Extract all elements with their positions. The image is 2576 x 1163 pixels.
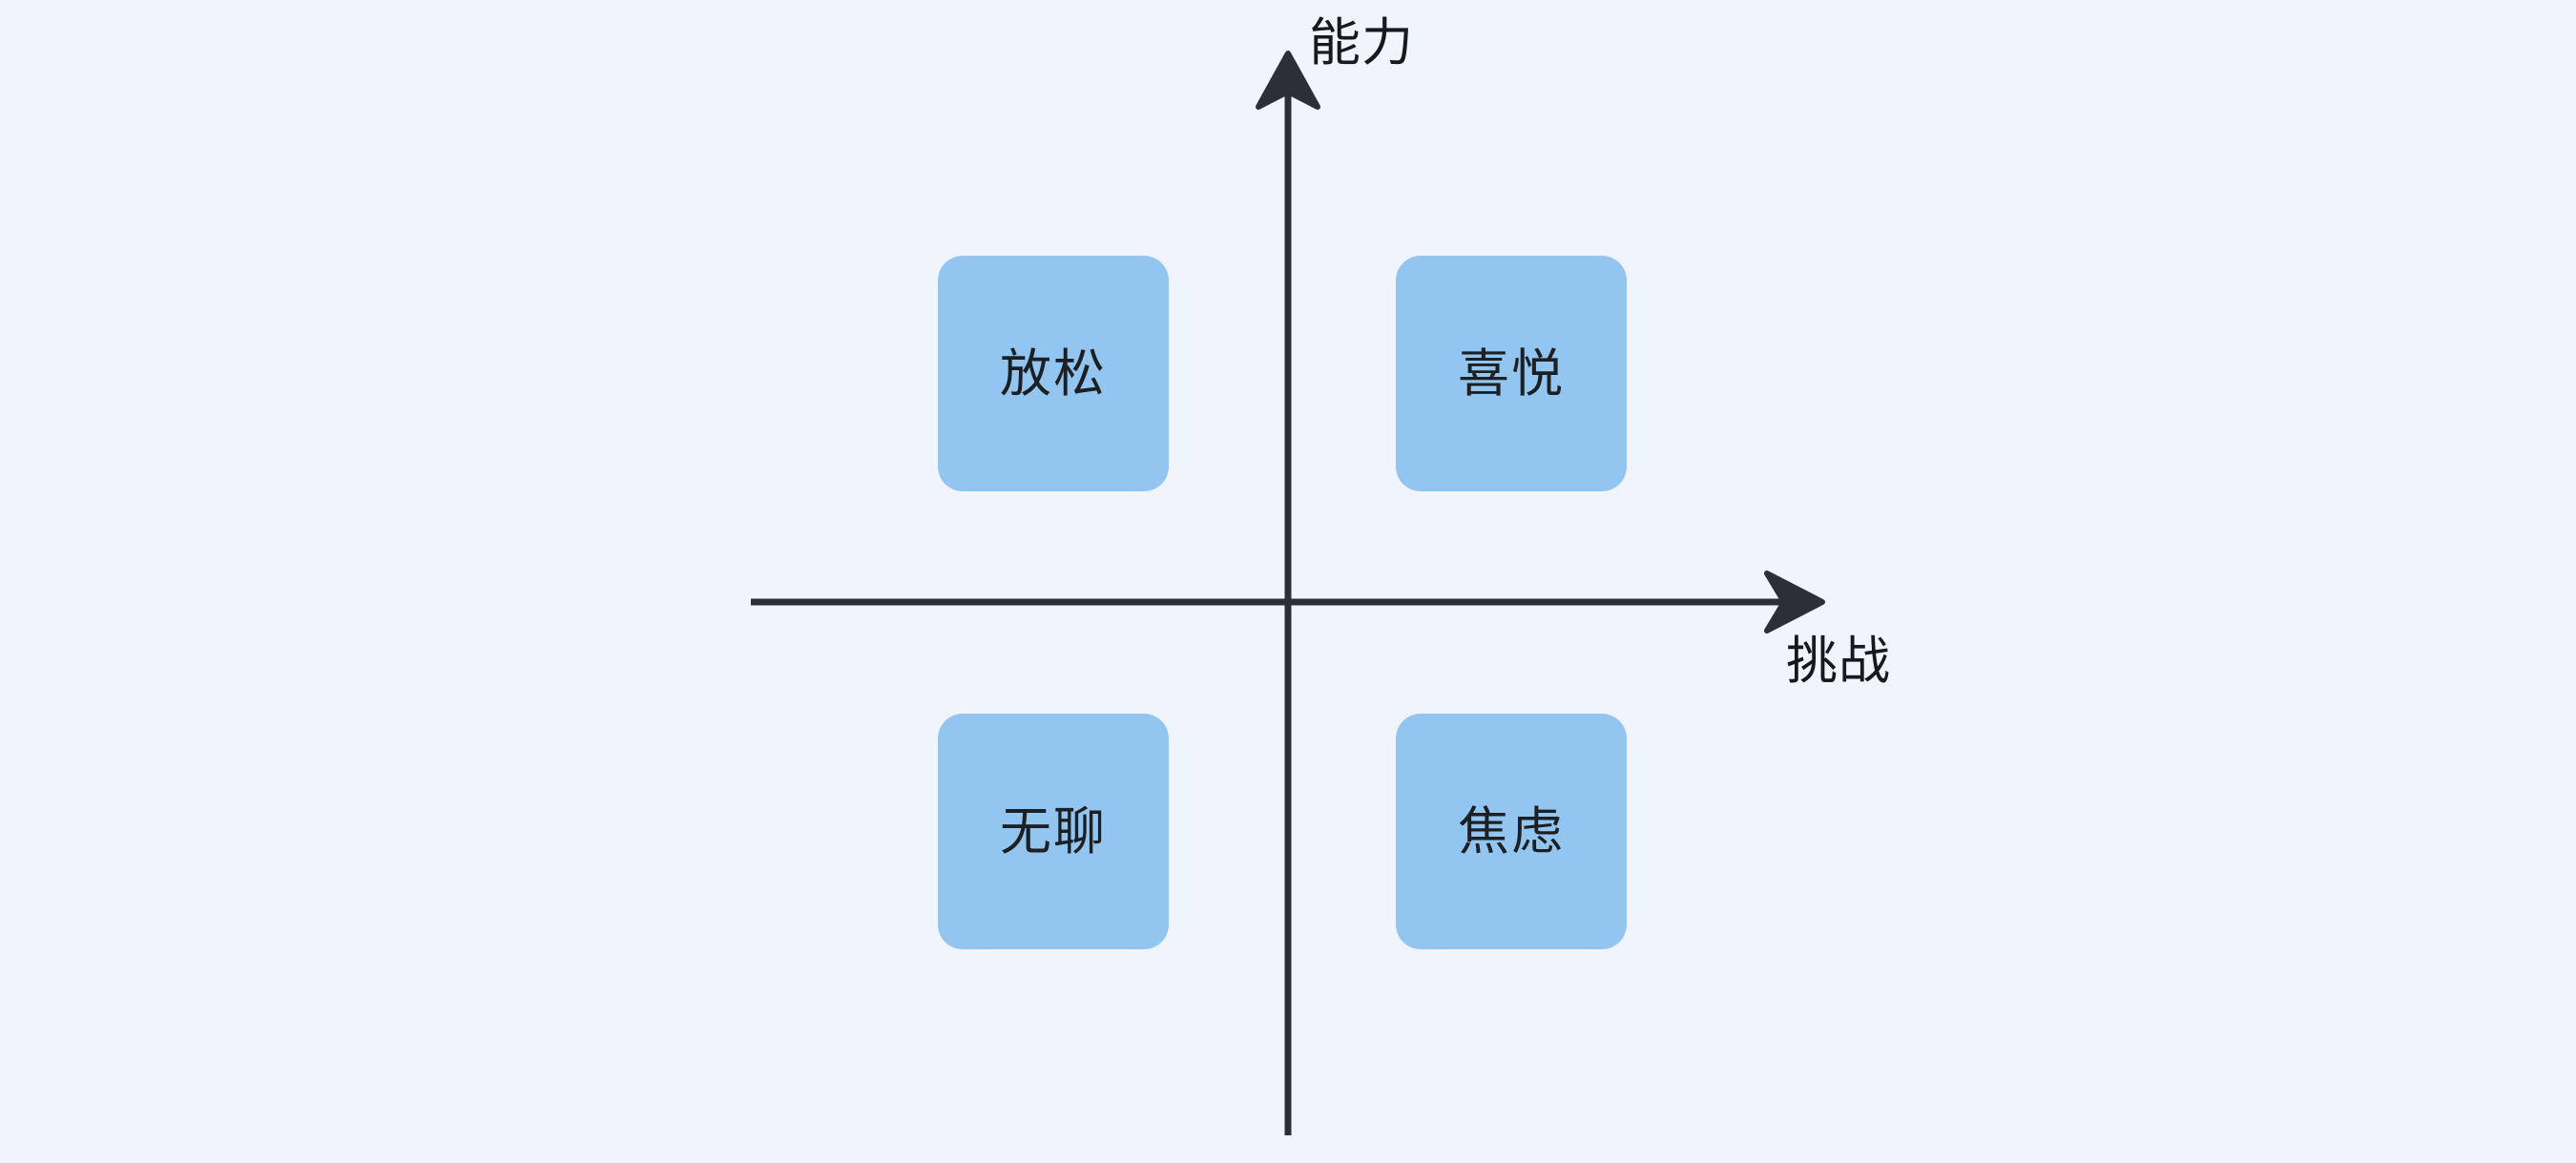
quadrant-label-anxiety: 焦虑 bbox=[1458, 800, 1565, 862]
quadrant-box-joy[interactable]: 喜悦 bbox=[1396, 256, 1627, 491]
arrow-right-icon bbox=[1764, 571, 1825, 633]
x-axis-label: 挑战 bbox=[1786, 631, 1891, 691]
quadrant-box-anxiety[interactable]: 焦虑 bbox=[1396, 714, 1627, 949]
quadrant-label-joy: 喜悦 bbox=[1458, 343, 1565, 404]
quadrant-box-bored[interactable]: 无聊 bbox=[938, 714, 1169, 949]
quadrant-label-relax: 放松 bbox=[1000, 343, 1107, 404]
y-axis-label: 能力 bbox=[1309, 12, 1414, 73]
quadrant-box-relax[interactable]: 放松 bbox=[938, 256, 1169, 491]
quadrant-label-bored: 无聊 bbox=[1000, 800, 1107, 862]
